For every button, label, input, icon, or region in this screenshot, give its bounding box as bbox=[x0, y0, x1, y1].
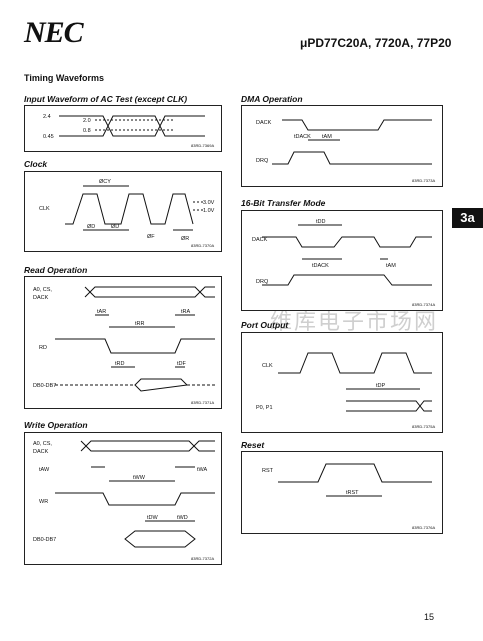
panel-title-input-waveform: Input Waveform of AC Test (except CLK) bbox=[24, 94, 188, 104]
phi-cy-label: ØCY bbox=[99, 179, 111, 185]
level-08: 0.8 bbox=[83, 128, 91, 134]
panel-title-reset: Reset bbox=[241, 440, 265, 450]
db-label: DB0-DB7 bbox=[33, 537, 56, 543]
transfer16-diagram: tDD DACK tDACK tAM DRQ 83RD-7374A bbox=[252, 219, 435, 307]
panel-title-write-operation: Write Operation bbox=[24, 420, 88, 430]
tww-label: tWW bbox=[133, 475, 146, 481]
figure-id: 83RD-7372A bbox=[191, 556, 214, 561]
panel-clock: CLK ØCY ØD ØD ØF ØR 3.0V 1.0V 83RD-7370A bbox=[24, 171, 222, 252]
panel-read-operation: A0, CS, DACK tAR tRA tRR RD tRD tDF DB0-… bbox=[24, 276, 222, 409]
panel-input-waveform: 2.4 0.45 2.0 0.8 83RD-7369A bbox=[24, 105, 222, 152]
p0p1-label: P0, P1 bbox=[256, 405, 273, 411]
wr-label: WR bbox=[39, 499, 48, 505]
a0-cs-label: A0, CS, bbox=[33, 287, 52, 293]
phi-r-label: ØR bbox=[181, 236, 189, 242]
rst-label: RST bbox=[262, 468, 274, 474]
rd-label: RD bbox=[39, 345, 47, 351]
tdf-label: tDF bbox=[177, 361, 187, 367]
phi-d-label-2: ØD bbox=[111, 224, 119, 230]
reset-diagram: RST tRST 83RD-7376A bbox=[262, 463, 435, 530]
section-tab: 3a bbox=[452, 208, 483, 228]
clk-label: CLK bbox=[39, 206, 50, 212]
dack-label: DACK bbox=[33, 295, 49, 301]
clock-diagram: CLK ØCY ØD ØD ØF ØR 3.0V 1.0V 83RD-7370A bbox=[39, 179, 215, 248]
tra-label: tRA bbox=[181, 309, 191, 315]
level-045: 0.45 bbox=[43, 134, 54, 140]
a0-cs-label: A0, CS, bbox=[33, 441, 52, 447]
panel-title-clock: Clock bbox=[24, 159, 48, 169]
phi-d-label-1: ØD bbox=[87, 224, 95, 230]
figure-id: 83RD-7369A bbox=[191, 143, 214, 148]
panel-title-dma-operation: DMA Operation bbox=[241, 94, 303, 104]
twa-label: tWA bbox=[197, 467, 208, 473]
tam-label: tAM bbox=[322, 134, 332, 140]
tdack-label: tDACK bbox=[294, 134, 311, 140]
figure-id: 83RD-7376A bbox=[412, 525, 435, 530]
panel-dma-operation: DACK tDACK tAM DRQ 83RD-7373A bbox=[241, 105, 443, 187]
drq-label: DRQ bbox=[256, 279, 269, 285]
phi-f-label: ØF bbox=[147, 234, 155, 240]
input-waveform-diagram: 2.4 0.45 2.0 0.8 83RD-7369A bbox=[43, 114, 214, 148]
page-number: 15 bbox=[424, 612, 435, 622]
nec-logo: NEC bbox=[24, 16, 84, 49]
level-10v: 1.0V bbox=[203, 208, 215, 214]
tdd-label: tDD bbox=[316, 219, 326, 225]
tdack-label: tDACK bbox=[312, 263, 329, 269]
figure-id: 83RD-7374A bbox=[412, 302, 435, 307]
db-label: DB0-DB7 bbox=[33, 383, 56, 389]
panel-title-read-operation: Read Operation bbox=[24, 265, 88, 275]
figure-id: 83RD-7370A bbox=[191, 243, 214, 248]
write-operation-diagram: A0, CS, DACK tAW tWA tWW WR tDW tWD DB0-… bbox=[33, 440, 215, 561]
trst-label: tRST bbox=[346, 490, 359, 496]
figure-id: 83RD-7373A bbox=[412, 178, 435, 183]
panel-title-port-output: Port Output bbox=[241, 320, 289, 330]
twd-label: tWD bbox=[177, 515, 188, 521]
dack-label: DACK bbox=[33, 449, 49, 455]
taw-label: tAW bbox=[39, 467, 50, 473]
level-30v: 3.0V bbox=[203, 200, 215, 206]
level-20: 2.0 bbox=[83, 118, 91, 124]
dack-label: DACK bbox=[252, 237, 268, 243]
panel-reset: RST tRST 83RD-7376A bbox=[241, 451, 443, 534]
tdp-label: tDP bbox=[376, 383, 386, 389]
level-24: 2.4 bbox=[43, 114, 51, 120]
tar-label: tAR bbox=[97, 309, 106, 315]
dma-operation-diagram: DACK tDACK tAM DRQ 83RD-7373A bbox=[256, 119, 435, 183]
figure-id: 83RD-7375A bbox=[412, 424, 435, 429]
tdw-label: tDW bbox=[147, 515, 159, 521]
panel-port-output: CLK tDP P0, P1 83RD-7375A bbox=[241, 332, 443, 433]
drq-label: DRQ bbox=[256, 158, 269, 164]
panel-16bit-transfer: tDD DACK tDACK tAM DRQ 83RD-7374A bbox=[241, 210, 443, 311]
trr-label: tRR bbox=[135, 321, 145, 327]
clk-label: CLK bbox=[262, 363, 273, 369]
read-operation-diagram: A0, CS, DACK tAR tRA tRR RD tRD tDF DB0-… bbox=[33, 286, 215, 405]
tam-label: tAM bbox=[386, 263, 396, 269]
section-title: Timing Waveforms bbox=[24, 73, 105, 83]
figure-id: 83RD-7371A bbox=[191, 400, 214, 405]
panel-write-operation: A0, CS, DACK tAW tWA tWW WR tDW tWD DB0-… bbox=[24, 432, 222, 565]
panel-title-16bit-transfer: 16-Bit Transfer Mode bbox=[241, 198, 326, 208]
dack-label: DACK bbox=[256, 120, 272, 126]
watermark: 维库电子市场网 bbox=[270, 310, 439, 335]
trd-label: tRD bbox=[115, 361, 125, 367]
port-output-diagram: CLK tDP P0, P1 83RD-7375A bbox=[256, 352, 435, 429]
part-numbers: μPD77C20A, 7720A, 77P20 bbox=[300, 36, 452, 50]
